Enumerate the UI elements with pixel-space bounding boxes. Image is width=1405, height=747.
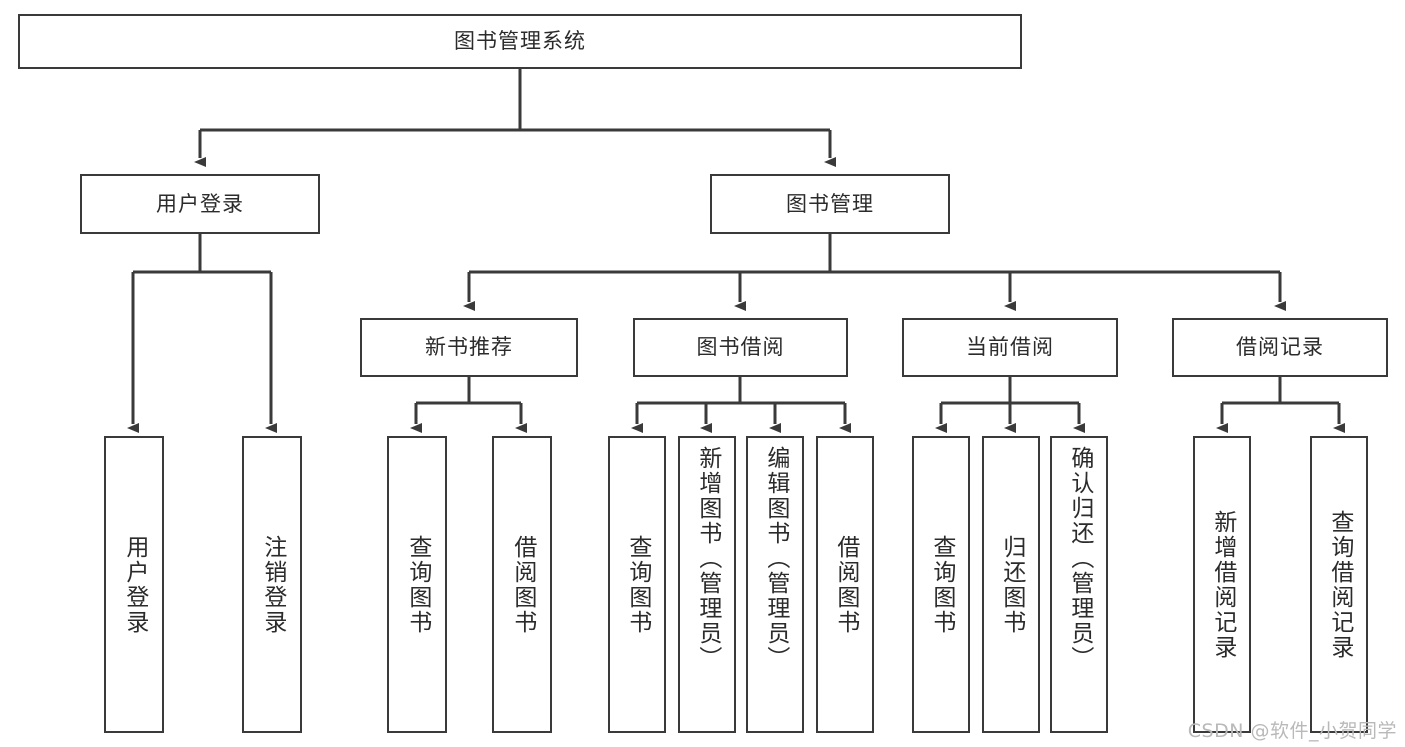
node-leaf-user-login[interactable]: 用户登录 [104,436,164,733]
node-label: 归还图书 [998,534,1025,635]
node-label: 借阅图书 [509,534,536,635]
node-leaf-query-borrow-record[interactable]: 查询借阅记录 [1310,436,1368,733]
node-leaf-add-borrow-record[interactable]: 新增借阅记录 [1193,436,1251,733]
node-label: 编辑图书（管理员） [762,446,789,671]
node-leaf-borrow-book[interactable]: 借阅图书 [816,436,874,733]
node-leaf-borrow-book-recommend[interactable]: 借阅图书 [492,436,552,733]
node-label: 图书借阅 [696,335,785,360]
node-user-login[interactable]: 用户登录 [80,174,320,234]
node-label: 注销登录 [259,534,286,635]
node-book-management[interactable]: 图书管理 [710,174,950,234]
node-root-book-management-system[interactable]: 图书管理系统 [18,14,1022,69]
node-label: 借阅记录 [1236,335,1324,360]
node-leaf-return-book[interactable]: 归还图书 [982,436,1040,733]
node-current-borrowing[interactable]: 当前借阅 [902,318,1118,377]
node-label: 用户登录 [121,534,148,635]
node-label: 新书推荐 [425,335,513,360]
node-leaf-confirm-return-admin[interactable]: 确认归还（管理员） [1050,436,1108,733]
node-label: 新增图书（管理员） [694,446,721,671]
node-leaf-edit-book-admin[interactable]: 编辑图书（管理员） [746,436,804,733]
node-label: 查询图书 [624,534,651,635]
node-leaf-query-book-current[interactable]: 查询图书 [912,436,970,733]
node-label: 查询借阅记录 [1326,509,1353,660]
node-label: 查询图书 [404,534,431,635]
node-label: 确认归还（管理员） [1066,446,1093,671]
node-leaf-add-book-admin[interactable]: 新增图书（管理员） [678,436,736,733]
node-leaf-query-book-recommend[interactable]: 查询图书 [387,436,447,733]
node-book-borrowing[interactable]: 图书借阅 [633,318,848,377]
node-leaf-query-book-borrow[interactable]: 查询图书 [608,436,666,733]
node-label: 查询图书 [928,534,955,635]
node-label: 当前借阅 [966,335,1054,360]
node-borrowing-record[interactable]: 借阅记录 [1172,318,1388,377]
node-label: 图书管理 [786,191,874,216]
node-label: 用户登录 [156,191,244,216]
node-new-book-recommendation[interactable]: 新书推荐 [360,318,578,377]
node-label: 图书管理系统 [454,29,586,54]
node-label: 新增借阅记录 [1209,509,1236,660]
node-label: 借阅图书 [832,534,859,635]
node-leaf-logout-login[interactable]: 注销登录 [242,436,302,733]
